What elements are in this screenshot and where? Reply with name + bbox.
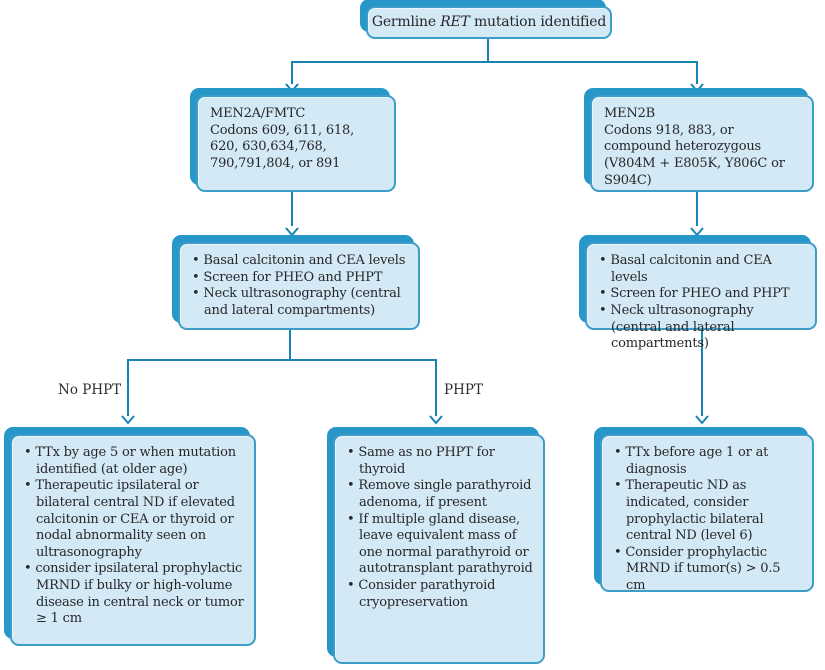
outcome-men2b-list: TTx before age 1 or at diagnosisTherapeu… [602,436,812,604]
list-item: Screen for PHEO and PHPT [599,286,805,303]
outcome-no-phpt-list: TTx by age 5 or when mutation identified… [12,436,254,637]
men2b-codons: Codons 918, 883, or compound heterozygou… [604,122,785,188]
connector-line [127,359,129,416]
arrow-down-icon [285,83,299,93]
workup-right-list: Basal calcitonin and CEA levelsScreen fo… [587,244,815,362]
workup-left-box: Basal calcitonin and CEA levelsScreen fo… [178,242,420,330]
workup-left-list: Basal calcitonin and CEA levelsScreen fo… [180,244,418,329]
list-item: Same as no PHPT for thyroid [347,445,533,478]
connector-line [291,61,698,63]
no-phpt-label: No PHPT [58,382,122,398]
list-item: Therapeutic ipsilateral or bilateral cen… [24,478,244,561]
outcome-phpt-list: Same as no PHPT for thyroidRemove single… [335,436,543,620]
list-item: Consider prophylactic MRND if tumor(s) >… [614,545,802,595]
outcome-no-phpt-box: TTx by age 5 or when mutation identified… [10,434,256,646]
list-item: TTx by age 5 or when mutation identified… [24,445,244,478]
men2a-codons: Codons 609, 611, 618, 620, 630,634,768, … [210,122,354,171]
men2b-title: MEN2B [604,106,656,121]
outcome-men2b-box: TTx before age 1 or at diagnosisTherapeu… [600,434,814,593]
arrow-down-icon [285,227,299,237]
connector-line [291,61,293,84]
list-item: Therapeutic ND as indicated, consider pr… [614,478,802,545]
list-item: If multiple gland disease, leave equival… [347,512,533,579]
connector-line [289,330,291,361]
connector-line [435,359,437,416]
connector-line [291,192,293,226]
workup-right-box: Basal calcitonin and CEA levelsScreen fo… [585,242,817,351]
connector-line [127,359,437,361]
list-item: Basal calcitonin and CEA levels [599,253,805,286]
list-item: TTx before age 1 or at diagnosis [614,445,802,478]
men2b-box: MEN2B Codons 918, 883, or compound heter… [590,95,814,192]
root-box-text: Germline RET mutation identified [371,13,607,30]
list-item: Neck ultrasonography (central and latera… [192,286,408,319]
connector-line [701,330,703,416]
arrow-down-icon [695,415,709,425]
arrow-down-icon [690,227,704,237]
arrow-down-icon [429,415,443,425]
arrow-down-icon [690,83,704,93]
root-box: Germline RET mutation identified [366,6,612,39]
connector-line [487,39,489,62]
phpt-label: PHPT [444,382,483,398]
men2a-box: MEN2A/FMTC Codons 609, 611, 618, 620, 63… [196,95,396,192]
list-item: Neck ultrasonography (central and latera… [599,303,805,353]
connector-line [696,192,698,226]
list-item: Consider parathyroid cryopreservation [347,578,533,611]
arrow-down-icon [121,415,135,425]
list-item: consider ipsilateral prophylactic MRND i… [24,561,244,628]
list-item: Screen for PHEO and PHPT [192,270,408,287]
connector-line [696,61,698,84]
outcome-phpt-box: Same as no PHPT for thyroidRemove single… [333,434,545,664]
list-item: Remove single parathyroid adenoma, if pr… [347,478,533,511]
men2a-title: MEN2A/FMTC [210,106,306,121]
list-item: Basal calcitonin and CEA levels [192,253,408,270]
gene-symbol: RET [440,13,470,30]
